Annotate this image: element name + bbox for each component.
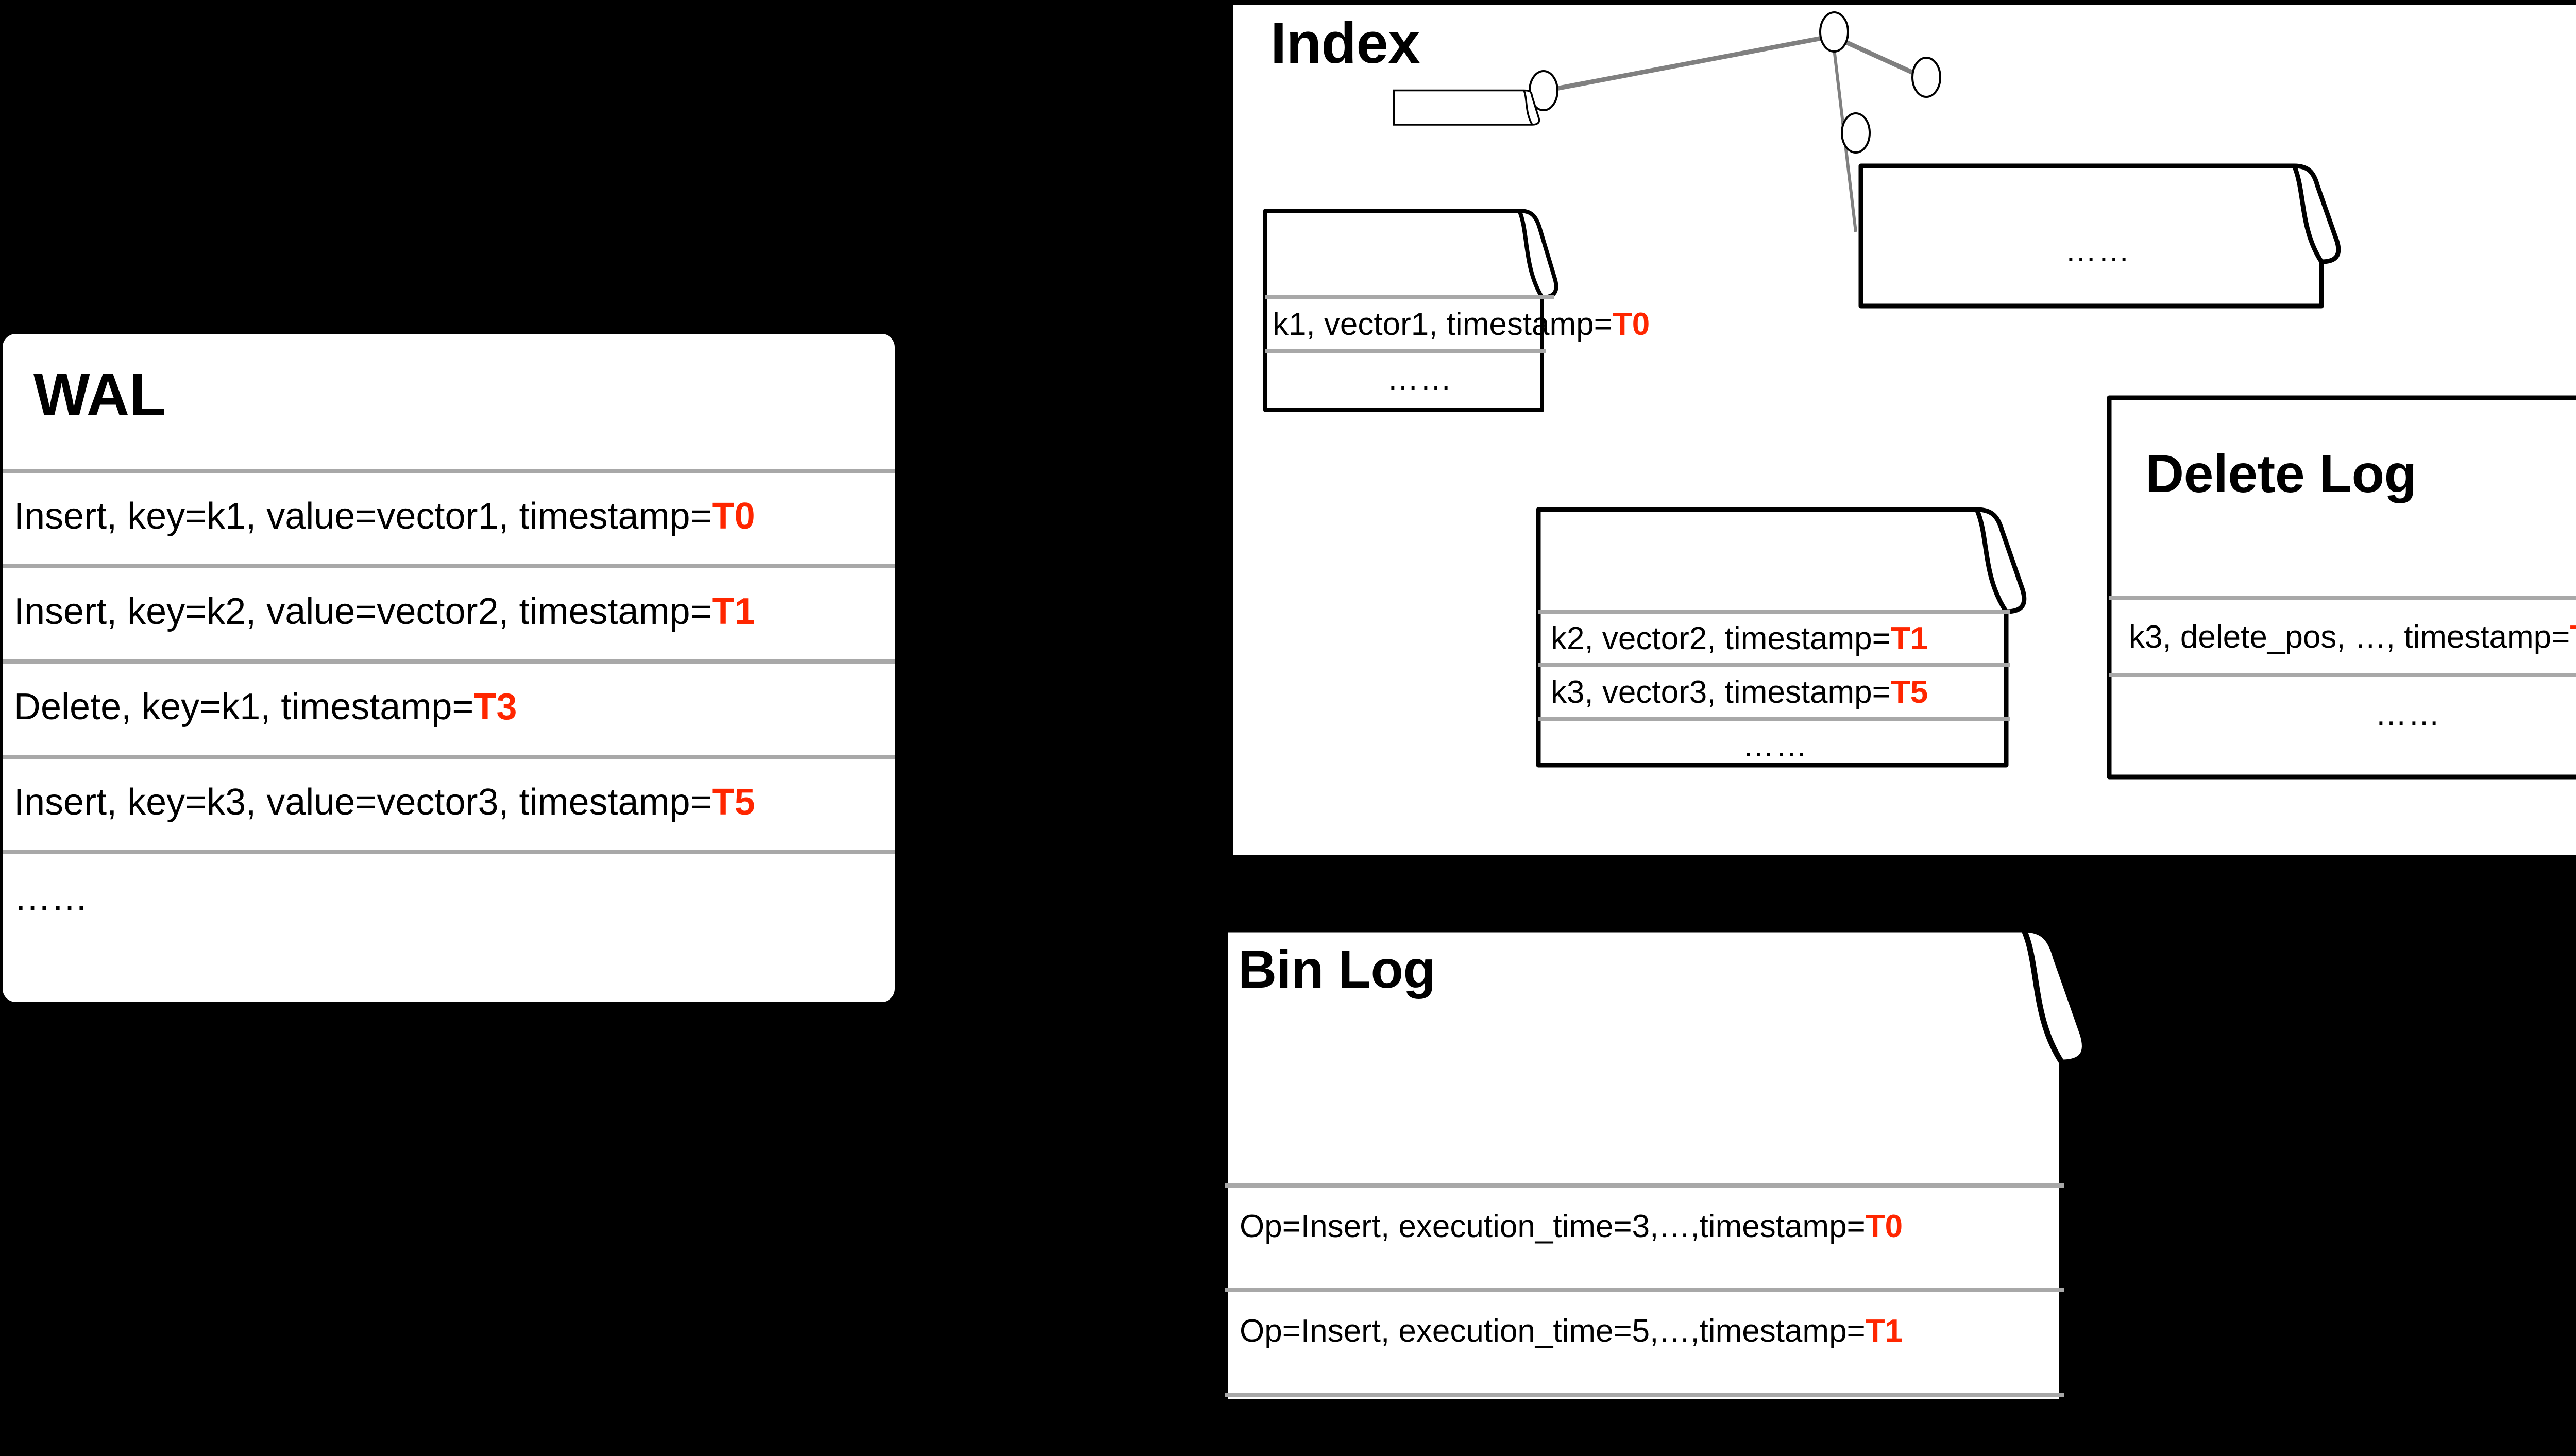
- leaf-row-timestamp: T5: [1890, 674, 1928, 710]
- delete-log-card: Delete Log k3, delete_pos, …, timestamp=…: [2107, 395, 2576, 780]
- bin-log-row: Op=Insert, execution_time=3,…,timestamp=…: [1240, 1207, 1903, 1247]
- bin-log-row-text: Op=Insert, execution_time=5,…,timestamp=: [1240, 1313, 1866, 1349]
- note-shape-bin-log: [1222, 926, 2088, 1405]
- index-leaf-card-k1: [1393, 89, 1544, 155]
- leaf-row-text: k1, vector1, timestamp=: [1273, 307, 1613, 342]
- wal-row: Insert, key=k1, value=vector1, timestamp…: [14, 494, 755, 539]
- leaf-row-text: k3, vector3, timestamp=: [1551, 674, 1891, 710]
- wal-rule-4: [3, 850, 895, 854]
- bin-log-row-ellipsis: ……: [1240, 1418, 1306, 1453]
- leaf-card-k1-row-ellipsis: ……: [1387, 361, 1453, 397]
- wal-rule-0: [3, 469, 895, 473]
- leaf-card-k1-rule-1: [1265, 349, 1546, 353]
- wal-rule-3: [3, 755, 895, 759]
- index-tree-right-node: [1911, 57, 1941, 98]
- wal-row-text: Insert, key=k3, value=vector3, timestamp…: [14, 782, 712, 823]
- wal-row: Insert, key=k2, value=vector2, timestamp…: [14, 589, 755, 634]
- index-title: Index: [1270, 11, 1420, 75]
- leaf-row-text: k2, vector2, timestamp=: [1551, 621, 1891, 656]
- delete-log-row-timestamp: T3: [2570, 619, 2576, 655]
- bin-log-title: Bin Log: [1238, 940, 1436, 1000]
- leaf-card-k2k3-rule-1: [1538, 663, 2010, 667]
- delete-log-title: Delete Log: [2145, 444, 2417, 504]
- note-shape: [1393, 89, 1540, 126]
- leaf-card-k2k3-row: k2, vector2, timestamp=T1: [1551, 619, 1928, 659]
- wal-row: ……: [14, 875, 88, 920]
- leaf-card-k1-row: k1, vector1, timestamp=T0: [1273, 304, 1650, 345]
- index-tree-root-node: [1819, 11, 1849, 53]
- leaf-card-ellipsis-text: ……: [2065, 233, 2131, 268]
- delete-log-row-text: k3, delete_pos, …, timestamp=: [2129, 619, 2570, 655]
- leaf-card-k1: k1, vector1, timestamp=T0 ……: [1263, 209, 1650, 412]
- wal-row: Delete, key=k1, timestamp=T3: [14, 684, 517, 730]
- leaf-row-timestamp: T0: [1612, 307, 1650, 342]
- bin-log-rule-2: [1225, 1393, 2064, 1397]
- wal-rule-1: [3, 564, 895, 568]
- wal-row-text: Insert, key=k2, value=vector2, timestamp…: [14, 591, 712, 632]
- bin-log-rule-1: [1225, 1288, 2064, 1292]
- wal-row-timestamp: T5: [711, 782, 755, 823]
- index-leaf-card-ellipsis: [1865, 57, 2006, 99]
- bin-log-row-timestamp: T0: [1865, 1209, 1903, 1244]
- leaf-card-k2k3-row-ellipsis: ……: [1742, 728, 1808, 764]
- wal-row: Insert, key=k3, value=vector3, timestamp…: [14, 780, 755, 825]
- delete-log-rule-1: [2109, 673, 2576, 677]
- bin-log-rule-0: [1225, 1183, 2064, 1188]
- wal-row-text: Insert, key=k1, value=vector1, timestamp…: [14, 496, 712, 537]
- leaf-row-timestamp: T1: [1890, 621, 1928, 656]
- wal-row-timestamp: T0: [711, 496, 755, 537]
- index-tree-middle-node: [1841, 112, 1871, 154]
- wal-row-text: Delete, key=k1, timestamp=: [14, 686, 474, 727]
- wal-row-timestamp: T3: [473, 686, 517, 727]
- bin-log-row-timestamp: T1: [1865, 1313, 1903, 1349]
- delete-log-row: k3, delete_pos, …, timestamp=T3: [2129, 617, 2576, 657]
- leaf-card-k2k3-rule-2: [1538, 717, 2010, 721]
- leaf-card-ellipsis: ……: [1858, 163, 2359, 309]
- leaf-card-k1: [1393, 92, 1544, 153]
- leaf-card-k2k3-row: k3, vector3, timestamp=T5: [1551, 672, 1928, 713]
- wal-panel: WAL Insert, key=k1, value=vector1, times…: [3, 334, 895, 1002]
- wal-row-text: ……: [14, 877, 88, 918]
- bin-log-card: Bin Log Op=Insert, execution_time=3,…,ti…: [1222, 926, 2222, 1453]
- wal-title: WAL: [33, 361, 166, 428]
- wal-rule-2: [3, 659, 895, 664]
- note-shape-delete-log: [2107, 395, 2576, 780]
- delete-log-row-ellipsis: ……: [2375, 697, 2441, 732]
- wal-row-timestamp: T1: [711, 591, 755, 632]
- delete-log-rule-0: [2109, 596, 2576, 600]
- bin-log-row: Op=Insert, execution_time=5,…,timestamp=…: [1240, 1311, 1903, 1351]
- bin-log-row-text: Op=Insert, execution_time=3,…,timestamp=: [1240, 1209, 1866, 1244]
- leaf-card-k2k3-rule-0: [1538, 610, 2010, 614]
- leaf-card-k2-k3: k2, vector2, timestamp=T1 k3, vector3, t…: [1536, 507, 2062, 768]
- note-shape-ellipsis: [1858, 163, 2341, 309]
- leaf-card-k1-rule-0: [1265, 295, 1554, 299]
